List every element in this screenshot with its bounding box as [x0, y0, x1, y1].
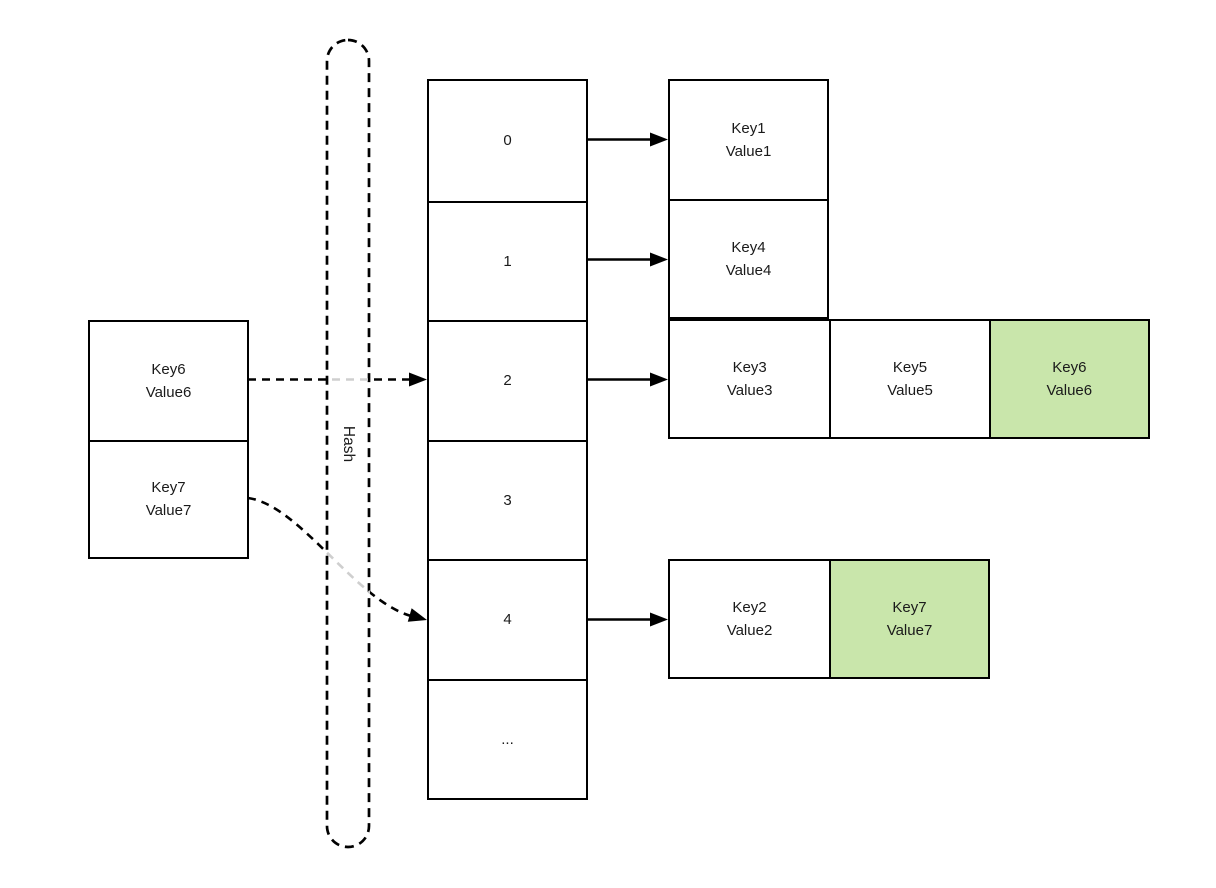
node-key: Key1 [731, 120, 766, 137]
chain-node-key5: Key5 Value5 [829, 321, 988, 437]
entry-value: Value7 [145, 502, 192, 520]
input-entry-key6: Key6 Value6 [90, 322, 247, 440]
node-value: Value1 [725, 143, 772, 160]
node-key: Key6 [1052, 359, 1087, 376]
chain-node-key7-highlighted: Key7 Value7 [829, 561, 988, 677]
node-key: Key5 [892, 359, 928, 376]
entry-value: Value6 [145, 383, 192, 401]
arrowhead [650, 132, 668, 147]
chain-bucket4: Key2 Value2 Key7 Value7 [668, 559, 990, 679]
arrowhead [407, 608, 427, 622]
bucket-cell-1: 1 [429, 200, 586, 321]
node-value: Value4 [725, 262, 772, 279]
arrowhead [650, 372, 668, 387]
node-key: Key4 [731, 239, 766, 256]
bucket-cell-2: 2 [429, 320, 586, 440]
arrow-bucket0-to-chain [588, 132, 668, 147]
bucket-cell-ellipsis: ... [429, 678, 586, 799]
dashed-arrow-key7-to-bucket4 [247, 496, 427, 622]
bucket-array: 0 1 2 3 4 ... [427, 79, 588, 800]
arrow-bucket1-to-chain [588, 252, 668, 267]
arrowhead [650, 612, 668, 627]
arrow-bucket4-to-chain [588, 612, 668, 627]
chain-node-key1: Key1 Value1 [670, 81, 827, 199]
node-value: Value3 [726, 382, 773, 399]
node-value: Value7 [886, 622, 933, 639]
arrowhead [650, 252, 668, 267]
bucket-cell-4: 4 [429, 559, 586, 679]
hash-pill [325, 38, 371, 849]
bucket-cell-3: 3 [429, 439, 586, 560]
chain-node-key3: Key3 Value3 [670, 321, 829, 437]
node-key: Key3 [732, 359, 767, 376]
chain-node-key6-highlighted: Key6 Value6 [988, 321, 1148, 437]
arrow-bucket2-to-chain [588, 372, 668, 387]
hash-label: Hash [340, 425, 357, 463]
arrowhead [409, 372, 427, 387]
node-value: Value2 [726, 622, 773, 639]
input-entry-key7: Key7 Value7 [90, 439, 247, 558]
input-entries-box: Key6 Value6 Key7 Value7 [88, 320, 249, 559]
chain-node-key4: Key4 Value4 [670, 199, 827, 317]
node-key: Key7 [892, 599, 927, 616]
node-value: Value6 [1046, 382, 1093, 399]
entry-key: Key7 [151, 479, 186, 497]
chain-node-key2: Key2 Value2 [670, 561, 829, 677]
node-key: Key2 [732, 599, 767, 616]
bucket-cell-0: 0 [503, 132, 512, 150]
entry-key: Key6 [151, 360, 186, 378]
dashed-arrow-key6-to-bucket2 [248, 372, 427, 387]
chain-bucket0-bucket1: Key1 Value1 Key4 Value4 [668, 79, 829, 319]
chain-bucket2: Key3 Value3 Key5 Value5 Key6 Value6 [668, 319, 1150, 439]
node-value: Value5 [887, 382, 933, 399]
